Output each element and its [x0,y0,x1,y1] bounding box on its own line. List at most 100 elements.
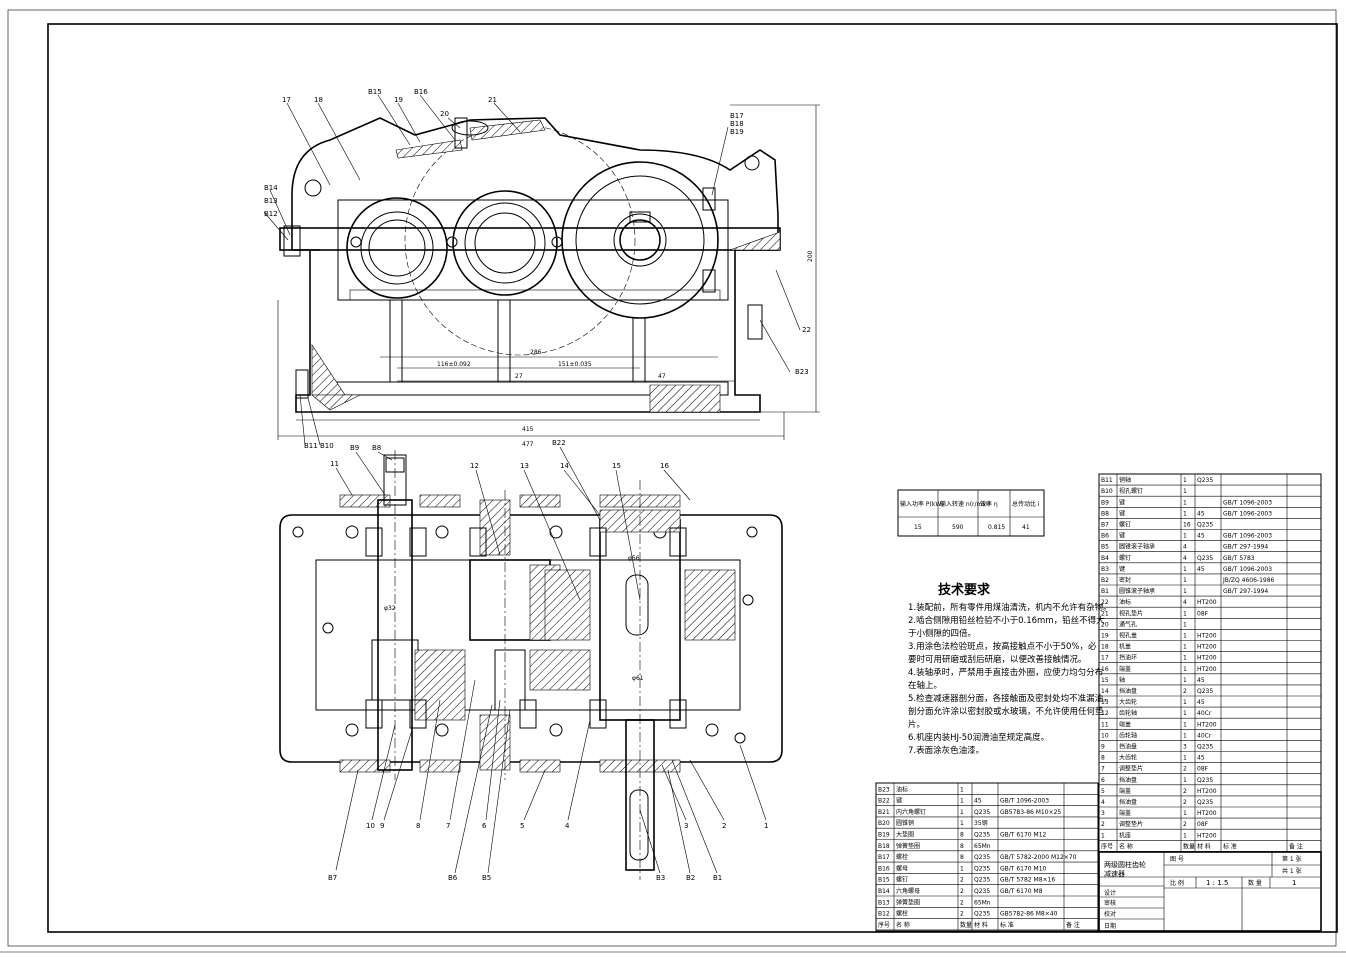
role-date: 日期 [1104,922,1116,930]
callout-B6: B6 [448,874,458,882]
tech-line-12: 7.表面涂灰色油漆。 [908,745,984,756]
bom-cell: 1 [1183,633,1187,640]
callout-3: 3 [684,822,688,830]
callout-4: 4 [565,822,570,830]
bom-cell: 2 [1101,821,1105,828]
spec-value-eff: 0.815 [988,524,1005,531]
bom-cell: 1 [1183,533,1187,540]
bom-cell: 弹簧垫圈 [896,842,920,850]
spec-header-power: 输入功率 P(kW) [900,500,944,508]
bom-cell: B6 [1101,533,1109,540]
bom-cell: 1 [1183,588,1187,595]
bom-cell: B10 [1101,488,1113,495]
spec-value-ratio: 41 [1022,524,1030,531]
sheet-total: 共 1 张 [1282,867,1302,875]
callout-B15: B15 [368,88,382,96]
bom-cell: 1 [1183,477,1187,484]
bom-cell: 16 [1101,666,1109,673]
bom-cell: 22 [1101,599,1109,606]
bom-cell: 1 [1183,810,1187,817]
bom-header-cell: 标 准 [1223,842,1237,850]
bom-cell: 17 [1101,655,1109,662]
bom-cell: 键 [1119,565,1125,573]
bom-cell: 2 [1183,688,1187,695]
bom-cell: 1 [960,798,964,805]
dim-phi61: φ61 [632,675,644,682]
bom-cell: GB/T 5782 M8×16 [1000,877,1055,884]
bom-cell: Q235 [974,865,990,872]
bom-header-cell: 序号 [1101,842,1113,850]
bom-cell: 挡油盘 [1119,776,1137,784]
dim-200: 200 [807,250,814,262]
bom-cell: B16 [878,865,890,872]
bom-cell: Q235 [1197,688,1213,695]
title-name-2: 减速器 [1104,869,1125,878]
bom-cell: 齿轮轴 [1119,731,1137,739]
drawing-no-label: 图 号 [1170,856,1184,863]
bom-cell: 键 [1119,509,1125,517]
callout-12: 12 [470,462,479,470]
bom-cell: Q235 [1197,555,1213,562]
bom-cell: B3 [1101,566,1109,573]
bom-cell: B7 [1101,522,1109,529]
spec-value-power: 15 [914,524,922,531]
title-name-1: 两级圆柱齿轮 [1104,860,1146,869]
callout-5: 5 [520,822,524,830]
dim-477: 477 [522,441,534,448]
bom-cell: 45 [1197,677,1205,684]
tech-line-5: 要时可用研磨或刮后研磨，以便改善接触情况。 [908,654,1087,665]
bom-cell: 2 [960,888,964,895]
qty-label: 数 量 [1248,879,1262,887]
bom-cell: HT200 [1197,721,1217,728]
bom-cell: HT200 [1197,599,1217,606]
bom-cell: 3 [1101,810,1105,817]
bom-cell: B17 [878,854,890,861]
bom-cell: GB5783-86 M10×25 [1000,809,1061,816]
bom-cell: 键 [1119,532,1125,540]
bom-cell: 2 [1183,788,1187,795]
bom-header-cell: 材 料 [974,921,988,929]
bom-cell: Q235 [974,854,990,861]
role-check: 校对 [1104,910,1116,918]
bom-cell: GB/T 5783 [1223,555,1255,562]
bom-cell: GB/T 1096-2003 [1223,533,1272,540]
callout-B10: B10 [320,442,334,450]
callout-B23: B23 [795,368,809,376]
bom-cell: B1 [1101,588,1109,595]
bom-cell: 视孔垫片 [1119,609,1143,617]
bom-cell: Q235 [1197,777,1213,784]
bom-cell: 15 [1101,677,1109,684]
bom-cell: 端盖 [1119,665,1131,673]
bom-cell: 1 [1183,710,1187,717]
bom-header-cell: 数量 [1183,842,1195,850]
bom-cell: 9 [1101,744,1105,751]
callout-20: 20 [440,110,449,118]
bom-cell: 1 [1183,488,1187,495]
bom-cell: 1 [1183,566,1187,573]
callout-22: 22 [802,326,811,334]
bom-cell: 1 [1183,755,1187,762]
bom-cell: 18 [1101,644,1109,651]
bom-header-cell: 材 料 [1197,842,1211,850]
bom-cell: B14 [878,888,890,895]
bom-cell: B11 [1101,477,1113,484]
bom-cell: B15 [878,877,890,884]
bom-cell: 键 [1119,498,1125,506]
bom-header-cell: 名 称 [896,921,910,929]
tech-line-8: 5.检查减速器剖分面，各接触面及密封处均不准漏油， [908,693,1112,704]
dim-151: 151±0.035 [558,361,592,368]
spec-header-speed: 输入转速 n(r/min) [940,500,990,508]
bom-cell: 2 [1183,821,1187,828]
bom-cell: 端盖 [1119,809,1131,817]
bom-cell: HT200 [1197,655,1217,662]
tech-line-7: 在轴上。 [908,680,942,691]
bom-cell: 油标 [896,785,908,793]
callout-14: 14 [560,462,569,470]
bom-cell: 4 [1101,799,1105,806]
bom-cell: 1 [1183,655,1187,662]
bom-cell: 1 [1183,777,1187,784]
bom-cell: 挡油盘 [1119,743,1137,751]
bom-cell: 2 [1183,799,1187,806]
